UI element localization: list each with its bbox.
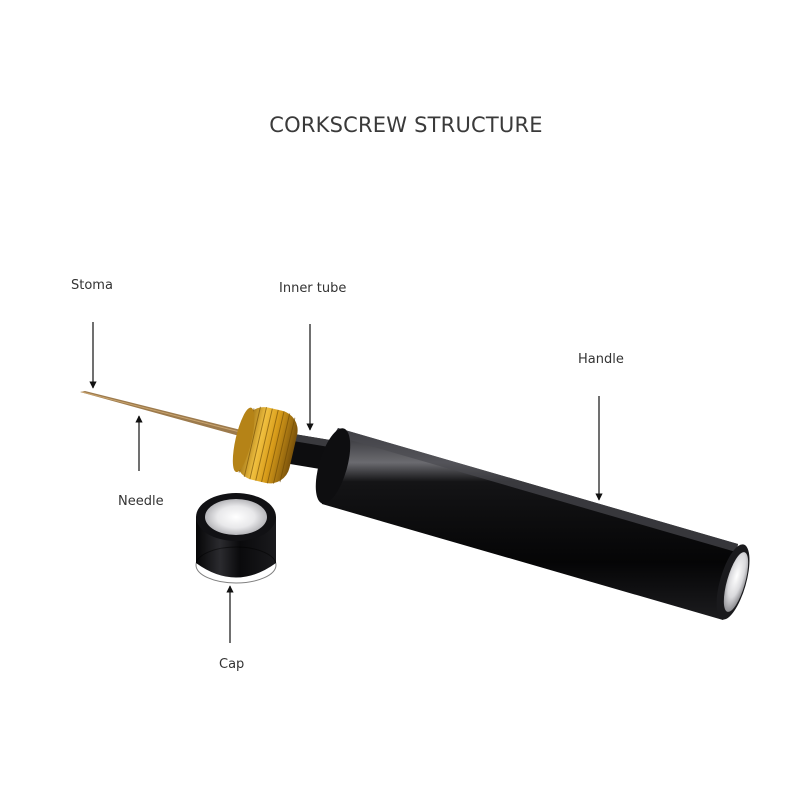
cap bbox=[195, 493, 277, 584]
cap-label: Cap bbox=[219, 657, 245, 672]
handle bbox=[315, 428, 750, 620]
stoma-label: Stoma bbox=[71, 278, 113, 293]
needle-label: Needle bbox=[118, 494, 164, 509]
diagram-title: CORKSCREW STRUCTURE bbox=[269, 113, 543, 137]
handle-label: Handle bbox=[578, 352, 624, 367]
needle bbox=[80, 391, 245, 437]
inner-tube-label: Inner tube bbox=[279, 281, 347, 296]
gold-knob bbox=[232, 406, 298, 484]
